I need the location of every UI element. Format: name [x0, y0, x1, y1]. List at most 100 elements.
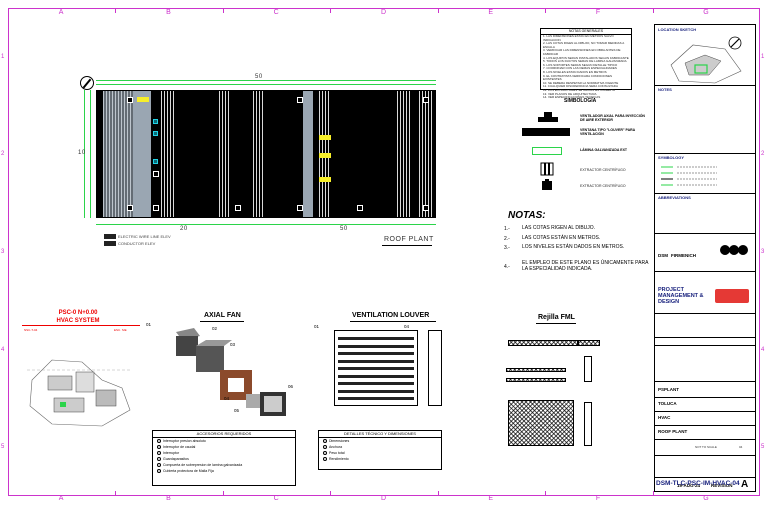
rejilla-underline [536, 323, 576, 324]
divider [655, 345, 755, 346]
accessory-item: Interruptor presion absoluto [153, 438, 295, 444]
details-box: DETALLES TÉCNICO Y DIMENSIONES Dimension… [318, 430, 442, 470]
grille-section-view [578, 340, 600, 346]
divider [655, 455, 755, 456]
bullet-icon [157, 445, 161, 449]
note-number: 4.- [504, 264, 510, 270]
louver-slat [338, 344, 414, 348]
grid-number: 3 [1, 249, 5, 255]
system-title: HVAC SYSTEM [56, 318, 100, 324]
divider [655, 397, 755, 398]
plan-stripes [397, 91, 411, 217]
plan-stripes [219, 91, 231, 217]
plan-stripes [161, 91, 175, 217]
grid-letter: E [488, 9, 494, 16]
general-note-row: 8. LOS NIVELES ESTAN DADOS EN METROS [543, 69, 607, 74]
dimension-line-top [96, 80, 436, 81]
grid-number: 1 [761, 53, 765, 60]
louver-slat [338, 337, 414, 340]
grid-letter: C [273, 9, 279, 16]
accessory-label: Compuerta de sobrepresion de lamina galv… [163, 463, 243, 467]
plan-marker [357, 205, 363, 211]
divider [655, 425, 755, 426]
plan-light-bay [303, 91, 313, 217]
general-note-row: 9. EL CONTRATISTA VERIFICARA CONDICIONES… [543, 73, 612, 82]
grid-letter: D [381, 495, 387, 502]
plan-marker [423, 205, 429, 211]
accessory-item: Cubierta protectora de Malla Fija [153, 468, 295, 474]
general-note-row: 3. VERIFICAR LAS DIMENSIONES EN OBRA ANT… [543, 48, 621, 56]
general-note-row: 7. COORDINAR CON LAS DEMAS ESPECIALIDADE… [543, 66, 617, 71]
plan-tag [319, 153, 331, 158]
legend-swatch [104, 241, 116, 246]
symbology-label: EXTRACTOR CENTRÍFUGO [580, 184, 626, 188]
accessories-title: ACCESORIOS REQUERIDOS [153, 431, 295, 438]
general-note-row: 1. LAS DIMENSIONES ESTAN EN METROS SALVO… [543, 34, 614, 42]
symbology-heading: SYMBOLOGY [658, 155, 685, 160]
detail-label: Dimensiones [329, 439, 350, 443]
grid-number: 4 [1, 346, 5, 353]
revision-value: A [741, 479, 749, 490]
details-title: DETALLES TÉCNICO Y DIMENSIONES [319, 431, 441, 438]
sheet-frame [8, 8, 760, 496]
sheet-number: 04 [739, 445, 743, 449]
general-notes-title: NOTAS GENERALES [541, 29, 631, 35]
north-arrow-icon [80, 76, 94, 90]
exhaust-fan-symbol [153, 159, 158, 164]
grid-letter: D [381, 9, 387, 16]
axial-fan-symbol-icon [538, 112, 558, 122]
divider [655, 477, 755, 478]
plan-stripes [419, 91, 433, 217]
grid-number: 5 [761, 444, 765, 451]
accessory-label: Interruptor de caudal [163, 445, 196, 449]
general-note-row: 10. SE DEBERA RESPETAR LA NORMATIVA VIGE… [543, 80, 619, 85]
plan-marker [127, 205, 133, 211]
roof-plan [96, 90, 436, 218]
project-management-title: PROJECT MANAGEMENT & DESIGN [658, 287, 704, 305]
bullet-icon [157, 451, 161, 455]
louver-slat [338, 352, 414, 355]
axial-fan-exploded-view [176, 328, 286, 416]
grid-tick [652, 491, 654, 496]
symbology-label: EXTRACTOR CENTRÍFUGO [580, 168, 626, 172]
discipline: HVAC [658, 415, 671, 420]
symbology-label: VENTANA TIPO "LOUVER" PARA VENTILACIÓN [580, 128, 636, 136]
louver-slat [338, 359, 414, 363]
grid-tick [115, 8, 117, 13]
dimension-line-top-2 [96, 84, 436, 85]
grid-tick [437, 8, 439, 13]
project-name: PSPLANT [658, 387, 680, 392]
accessory-label: Interruptor [163, 451, 180, 455]
grid-tick [437, 491, 439, 496]
divider [655, 233, 755, 234]
callout-number: 02 [212, 326, 218, 331]
legend-swatch [104, 234, 116, 239]
grid-letter: B [166, 495, 171, 502]
grid-letter: F [595, 9, 601, 16]
accessory-item: Interruptor [153, 450, 295, 456]
callout-number: 01 [314, 324, 320, 329]
callout-number: 04 [404, 324, 410, 329]
divider [655, 153, 755, 154]
plan-marker [297, 205, 303, 211]
bullet-icon [323, 445, 327, 449]
grid-number: 3 [761, 249, 765, 255]
note-text: EL EMPLEO DE ESTE PLANO ES ÚNICAMENTE PA… [522, 260, 649, 272]
client-dsm: DSM [658, 253, 668, 258]
grille-profile [584, 356, 592, 382]
grille-plan-view [508, 400, 574, 446]
general-note-row: 4. LOS EQUIPOS SERAN INSTALADOS SEGUN FA… [543, 55, 629, 60]
general-note-row: 11. CUALQUIER DISCREPANCIA SERA CONSULTA… [543, 84, 618, 89]
louver-slat [338, 367, 414, 370]
general-notes-box: NOTAS GENERALES 1. LAS DIMENSIONES ESTAN… [540, 28, 632, 99]
title-block: LOCATION SKETCH NOTES SYMBOLOGY ABBREVIA… [654, 24, 756, 492]
note-text: LAS COTAS RIGEN AL DIBUJO. [522, 225, 596, 231]
system-title-underline [22, 325, 140, 326]
bullet-icon [323, 439, 327, 443]
callout-number: 03 [230, 342, 236, 347]
plan-marker [153, 171, 159, 177]
plan-marker [297, 97, 303, 103]
scale-value: NOT TO SCALE [695, 445, 717, 449]
divider [655, 193, 755, 194]
divider [655, 411, 755, 412]
